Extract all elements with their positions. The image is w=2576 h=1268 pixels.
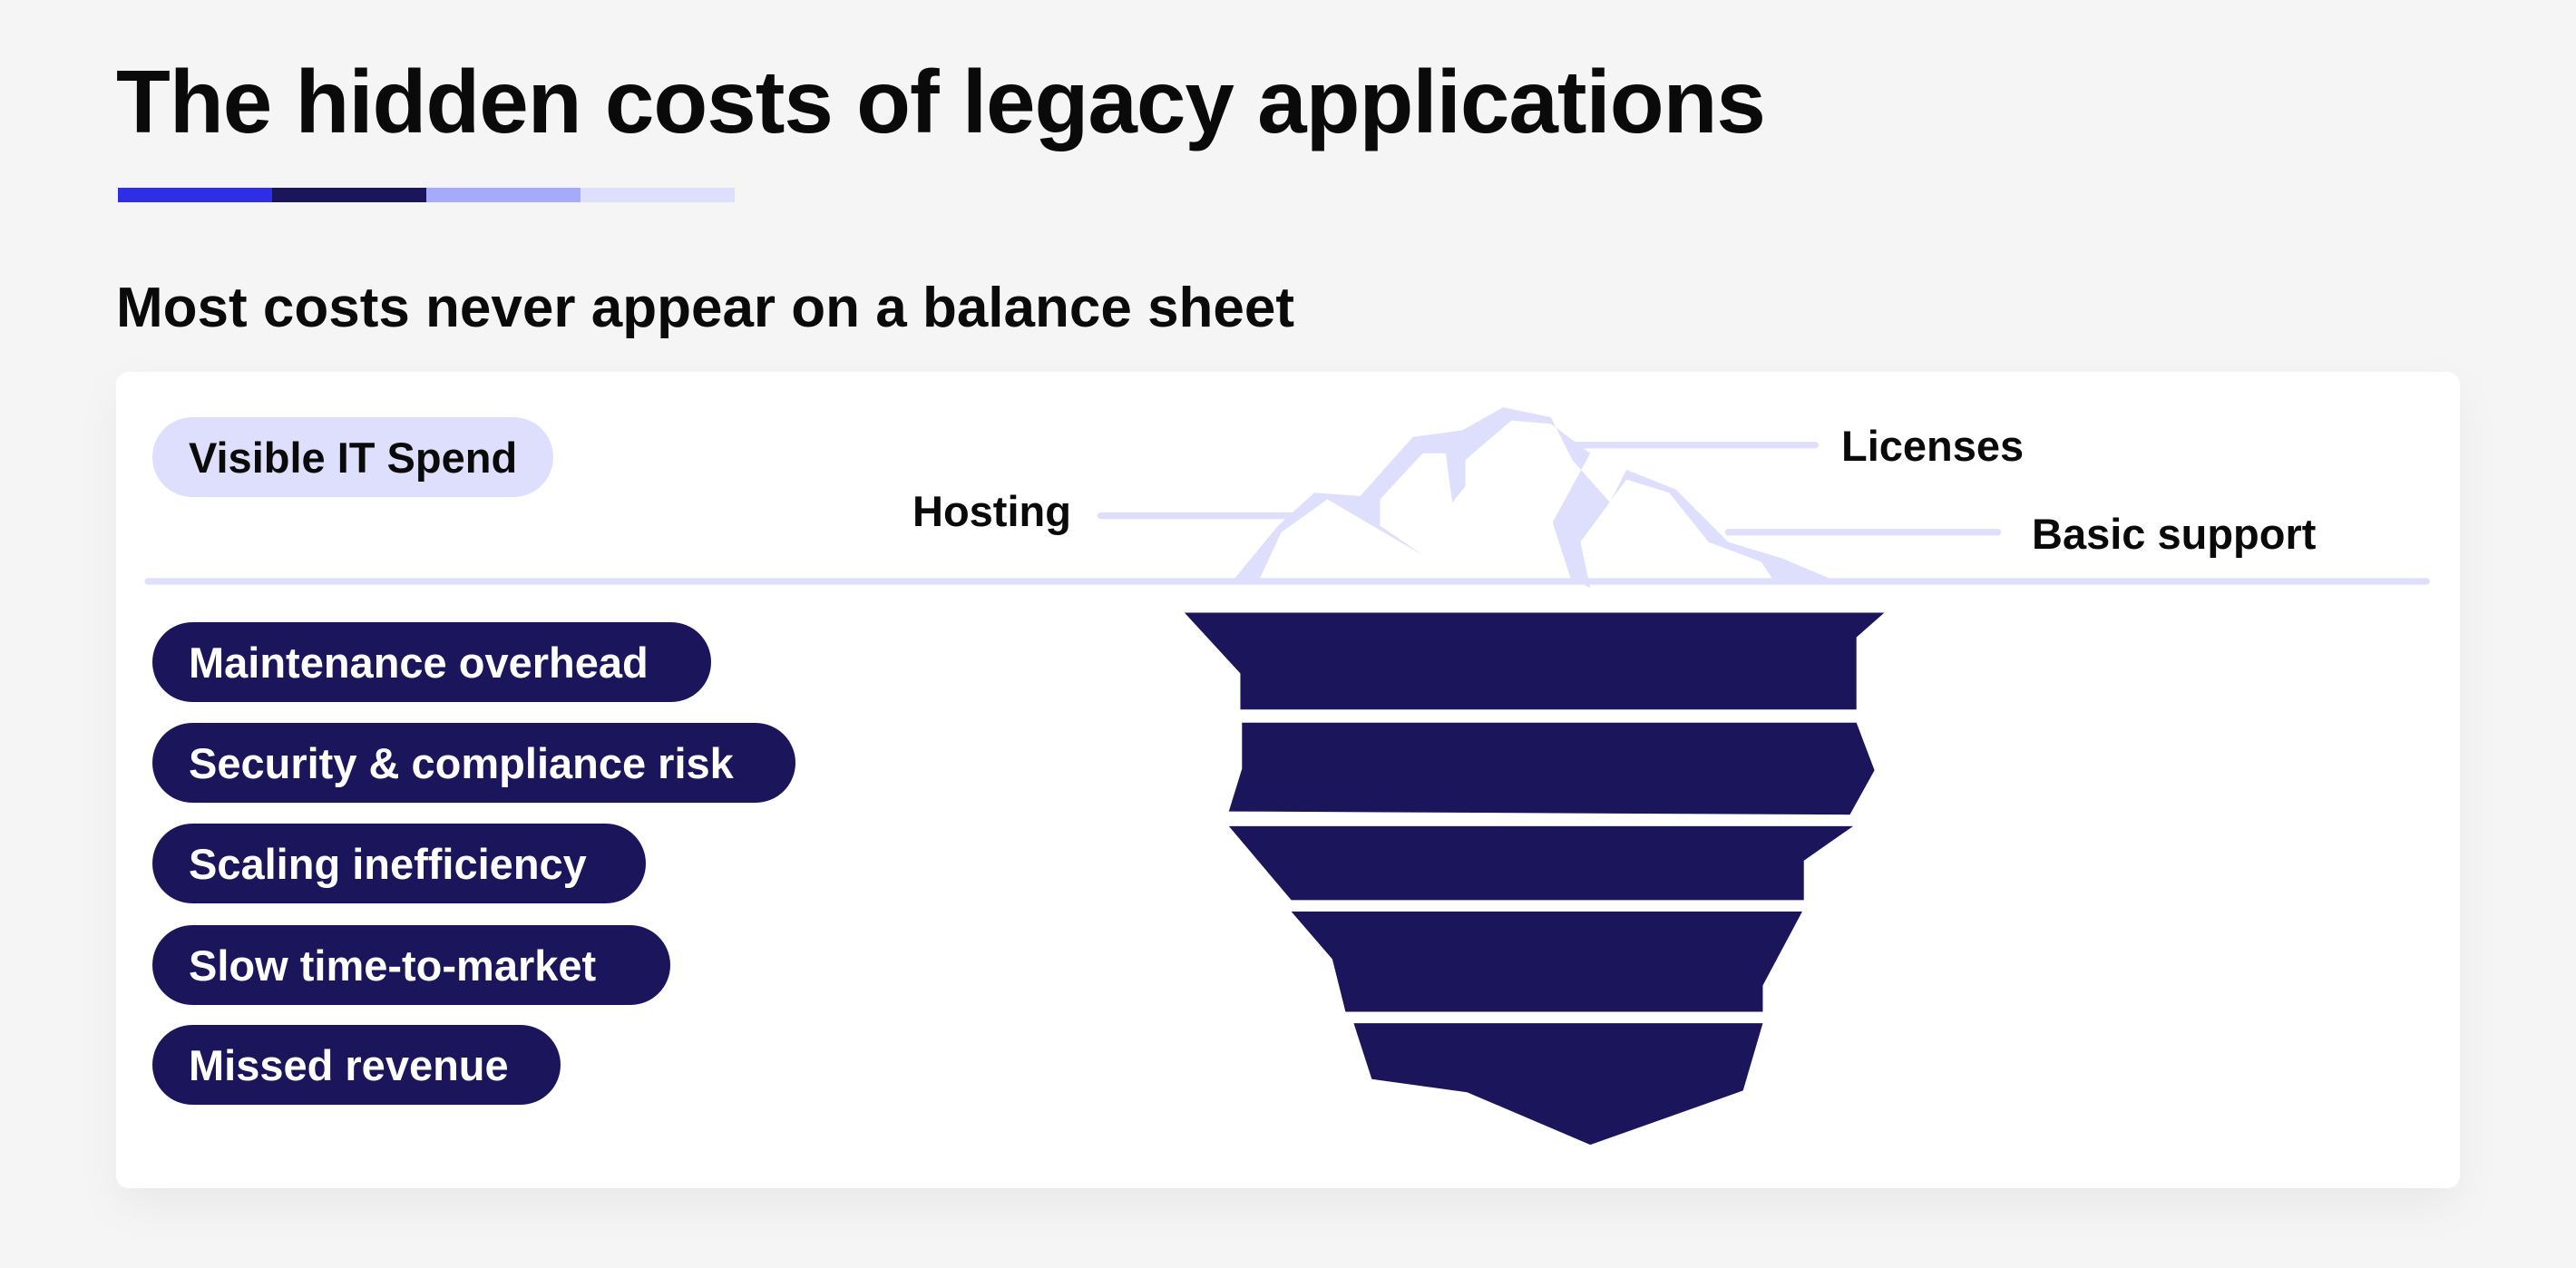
label-hosting: Hosting bbox=[912, 487, 1071, 535]
hidden-cost-pill: Security & compliance risk bbox=[152, 723, 795, 803]
label-basic-support: Basic support bbox=[2032, 510, 2317, 558]
waterline bbox=[144, 578, 2430, 585]
hidden-cost-pill: Missed revenue bbox=[152, 1025, 561, 1105]
submerged-layer-2 bbox=[1228, 722, 1875, 815]
hidden-cost-pill: Scaling inefficiency bbox=[152, 824, 646, 903]
accent-segment-1 bbox=[118, 188, 272, 202]
page-title: The hidden costs of legacy applications bbox=[116, 52, 1766, 151]
basic-support-connector bbox=[1724, 529, 2002, 536]
hidden-cost-pill: Slow time-to-market bbox=[152, 925, 670, 1005]
iceberg-tip bbox=[1232, 407, 1837, 589]
visible-spend-pill: Visible IT Spend bbox=[152, 417, 554, 497]
hosting-connector bbox=[1097, 512, 1295, 520]
submerged-layer-5 bbox=[1353, 1023, 1763, 1146]
accent-segment-2 bbox=[272, 188, 426, 202]
section-subtitle: Most costs never appear on a balance she… bbox=[116, 277, 1295, 339]
label-licenses: Licenses bbox=[1841, 422, 2025, 470]
submerged-layer-1 bbox=[1184, 612, 1885, 710]
hidden-cost-pill: Maintenance overhead bbox=[152, 622, 711, 702]
iceberg-submerged bbox=[1184, 612, 1885, 1146]
submerged-layer-4 bbox=[1291, 912, 1802, 1012]
accent-bar bbox=[118, 188, 735, 202]
accent-segment-4 bbox=[581, 188, 735, 202]
submerged-layer-3 bbox=[1228, 825, 1854, 901]
licenses-connector bbox=[1568, 442, 1820, 449]
accent-segment-3 bbox=[426, 188, 581, 202]
